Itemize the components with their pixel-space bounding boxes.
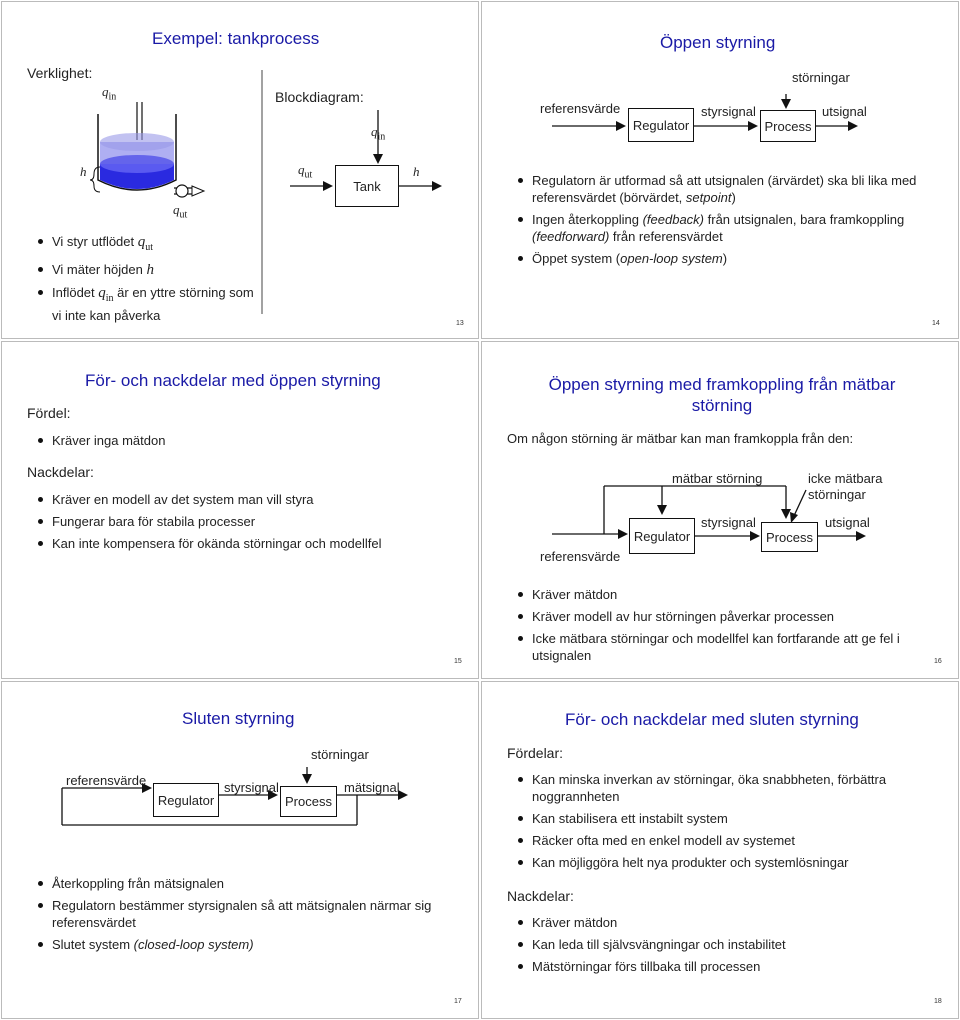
bullet-item: Vi mäter höjden h <box>34 261 259 279</box>
intro-text: Om någon störning är mätbar kan man fram… <box>507 431 854 446</box>
nackdel-list: Kräver en modell av det system man vill … <box>34 491 464 557</box>
fordel-list: Kräver inga mätdon <box>34 432 454 454</box>
bullet-item: Kräver inga mätdon <box>34 432 454 449</box>
styrsignal-label: styrsignal <box>701 515 756 530</box>
icke-matbara-label: icke mätbara störningar <box>808 471 883 502</box>
qin-tank-label: qin <box>102 84 117 103</box>
tank-illustration <box>89 70 442 314</box>
bullet-item: Vi styr utflödet qut <box>34 233 259 256</box>
closed-loop-diagram <box>61 767 408 826</box>
page-number: 13 <box>456 320 464 327</box>
bullet-item: Kan inte kompensera för okända störninga… <box>34 535 464 552</box>
bullet-item: Mätstörningar förs tillbaka till process… <box>514 958 934 975</box>
bullet-item: Ingen återkoppling (feedback) från utsig… <box>514 211 944 245</box>
slide-13: Exempel: tankprocess Verklighet: Blockdi… <box>1 1 479 339</box>
h-tank-label: h <box>80 164 87 179</box>
slide-title: Öppen styrning <box>660 33 776 52</box>
process-block: Process <box>761 522 818 552</box>
bullet-list: Vi styr utflödet qut Vi mäter höjden h I… <box>34 233 259 329</box>
bullet-item: Inflödet qin är en yttre störning som vi… <box>34 284 259 324</box>
referensvarde-label: referensvärde <box>540 549 621 564</box>
styrsignal-label: styrsignal <box>701 104 756 119</box>
slide-title: Exempel: tankprocess <box>152 29 320 48</box>
h-block-label: h <box>413 164 420 179</box>
fordelar-label: Fördelar: <box>507 745 564 761</box>
bullet-item: Kan minska inverkan av störningar, öka s… <box>514 771 934 805</box>
bullet-item: Slutet system (closed-loop system) <box>34 936 454 953</box>
tank-block: Tank <box>335 165 399 207</box>
fordel-list: Kan minska inverkan av störningar, öka s… <box>514 771 934 876</box>
nackdelar-label: Nackdelar: <box>507 888 574 904</box>
slide-14: Öppen styrning störningar referensvärde … <box>481 1 959 339</box>
fordel-label: Fördel: <box>27 405 71 421</box>
bullet-item: Räcker ofta med en enkel modell av syste… <box>514 832 934 849</box>
bullet-item: Regulatorn är utformad så att utsignalen… <box>514 172 944 206</box>
bullet-item: Icke mätbara störningar och modellfel ka… <box>514 630 934 664</box>
bullet-list: Kräver mätdon Kräver modell av hur störn… <box>514 586 934 669</box>
bullet-item: Kräver en modell av det system man vill … <box>34 491 464 508</box>
referensvarde-label: referensvärde <box>540 101 621 116</box>
slide-title: För- och nackdelar med sluten styrning <box>565 710 859 729</box>
bullet-item: Regulatorn bestämmer styrsignalen så att… <box>34 897 454 931</box>
bullet-item: Fungerar bara för stabila processer <box>34 513 464 530</box>
page-number: 15 <box>454 658 462 665</box>
page-number: 14 <box>932 320 940 327</box>
bullet-item: Kan möjliggöra helt nya produkter och sy… <box>514 854 934 871</box>
referensvarde-label: referensvärde <box>66 773 147 788</box>
slide-17: Sluten styrning störningar referensvärde… <box>1 681 479 1019</box>
bullet-item: Kräver mätdon <box>514 586 934 603</box>
verklighet-label: Verklighet: <box>27 65 93 81</box>
process-block: Process <box>760 110 816 142</box>
bullet-item: Kan stabilisera ett instabilt system <box>514 810 934 827</box>
bullet-item: Kräver mätdon <box>514 914 934 931</box>
bullet-item: Öppet system (open-loop system) <box>514 250 944 267</box>
open-loop-diagram <box>552 94 858 131</box>
qut-block-label: qut <box>298 162 313 181</box>
nackdel-list: Kräver mätdon Kan leda till självsvängni… <box>514 914 934 980</box>
regulator-block: Regulator <box>629 518 695 554</box>
bullet-item: Kräver modell av hur störningen påverkar… <box>514 608 934 625</box>
regulator-block: Regulator <box>153 783 219 817</box>
qut-tank-label: qut <box>173 202 188 221</box>
slide-18: För- och nackdelar med sluten styrning F… <box>481 681 959 1019</box>
slide-title: För- och nackdelar med öppen styrning <box>85 371 381 390</box>
qin-block-label: qin <box>371 124 386 143</box>
blockdiagram-label: Blockdiagram: <box>275 89 364 105</box>
bullet-item: Kan leda till självsvängningar och insta… <box>514 936 934 953</box>
storningar-label: störningar <box>792 70 850 85</box>
slide-16: Öppen styrning med framkoppling från mät… <box>481 341 959 679</box>
slide-15: För- och nackdelar med öppen styrning Fö… <box>1 341 479 679</box>
regulator-block: Regulator <box>628 108 694 142</box>
utsignal-label: utsignal <box>822 104 867 119</box>
matbar-storning-label: mätbar störning <box>672 471 763 486</box>
nackdelar-label: Nackdelar: <box>27 464 94 480</box>
bullet-list: Återkoppling från mätsignalen Regulatorn… <box>34 875 454 958</box>
matsignal-label: mätsignal <box>344 780 400 795</box>
styrsignal-label: styrsignal <box>224 780 279 795</box>
utsignal-label: utsignal <box>825 515 870 530</box>
page-number: 17 <box>454 998 462 1005</box>
slide-title: Öppen styrning med framkoppling från mät… <box>548 375 896 415</box>
bullet-list: Regulatorn är utformad så att utsignalen… <box>514 172 944 272</box>
process-block: Process <box>280 786 337 817</box>
slide-title: Sluten styrning <box>182 709 295 728</box>
page-number: 18 <box>934 998 942 1005</box>
feedforward-diagram <box>552 485 866 541</box>
storningar-label: störningar <box>311 747 369 762</box>
bullet-item: Återkoppling från mätsignalen <box>34 875 454 892</box>
page-number: 16 <box>934 658 942 665</box>
